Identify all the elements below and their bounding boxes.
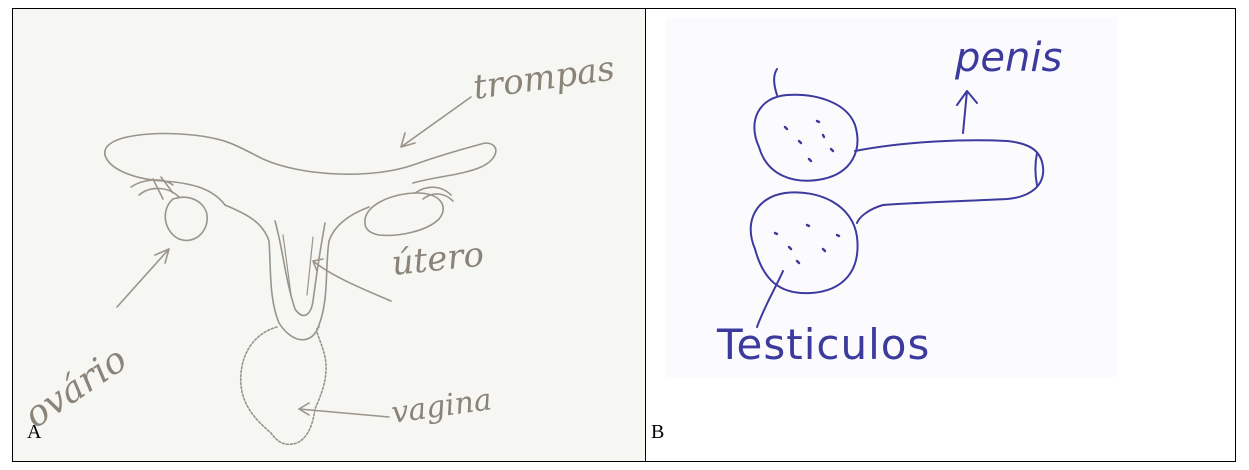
female-anatomy-sketch: trompas útero ovário vagina <box>13 9 645 461</box>
label-testiculos: Testiculos <box>716 320 930 369</box>
panel-label-b: B <box>651 421 664 444</box>
male-anatomy-sketch: penis Testiculos <box>647 9 1235 461</box>
panel-label-a: A <box>27 421 41 444</box>
panel-b: penis Testiculos B <box>647 9 1235 461</box>
panel-a: trompas útero ovário vagina A <box>13 9 646 461</box>
label-penis: penis <box>954 35 1062 81</box>
figure-table: trompas útero ovário vagina A <box>12 8 1236 462</box>
